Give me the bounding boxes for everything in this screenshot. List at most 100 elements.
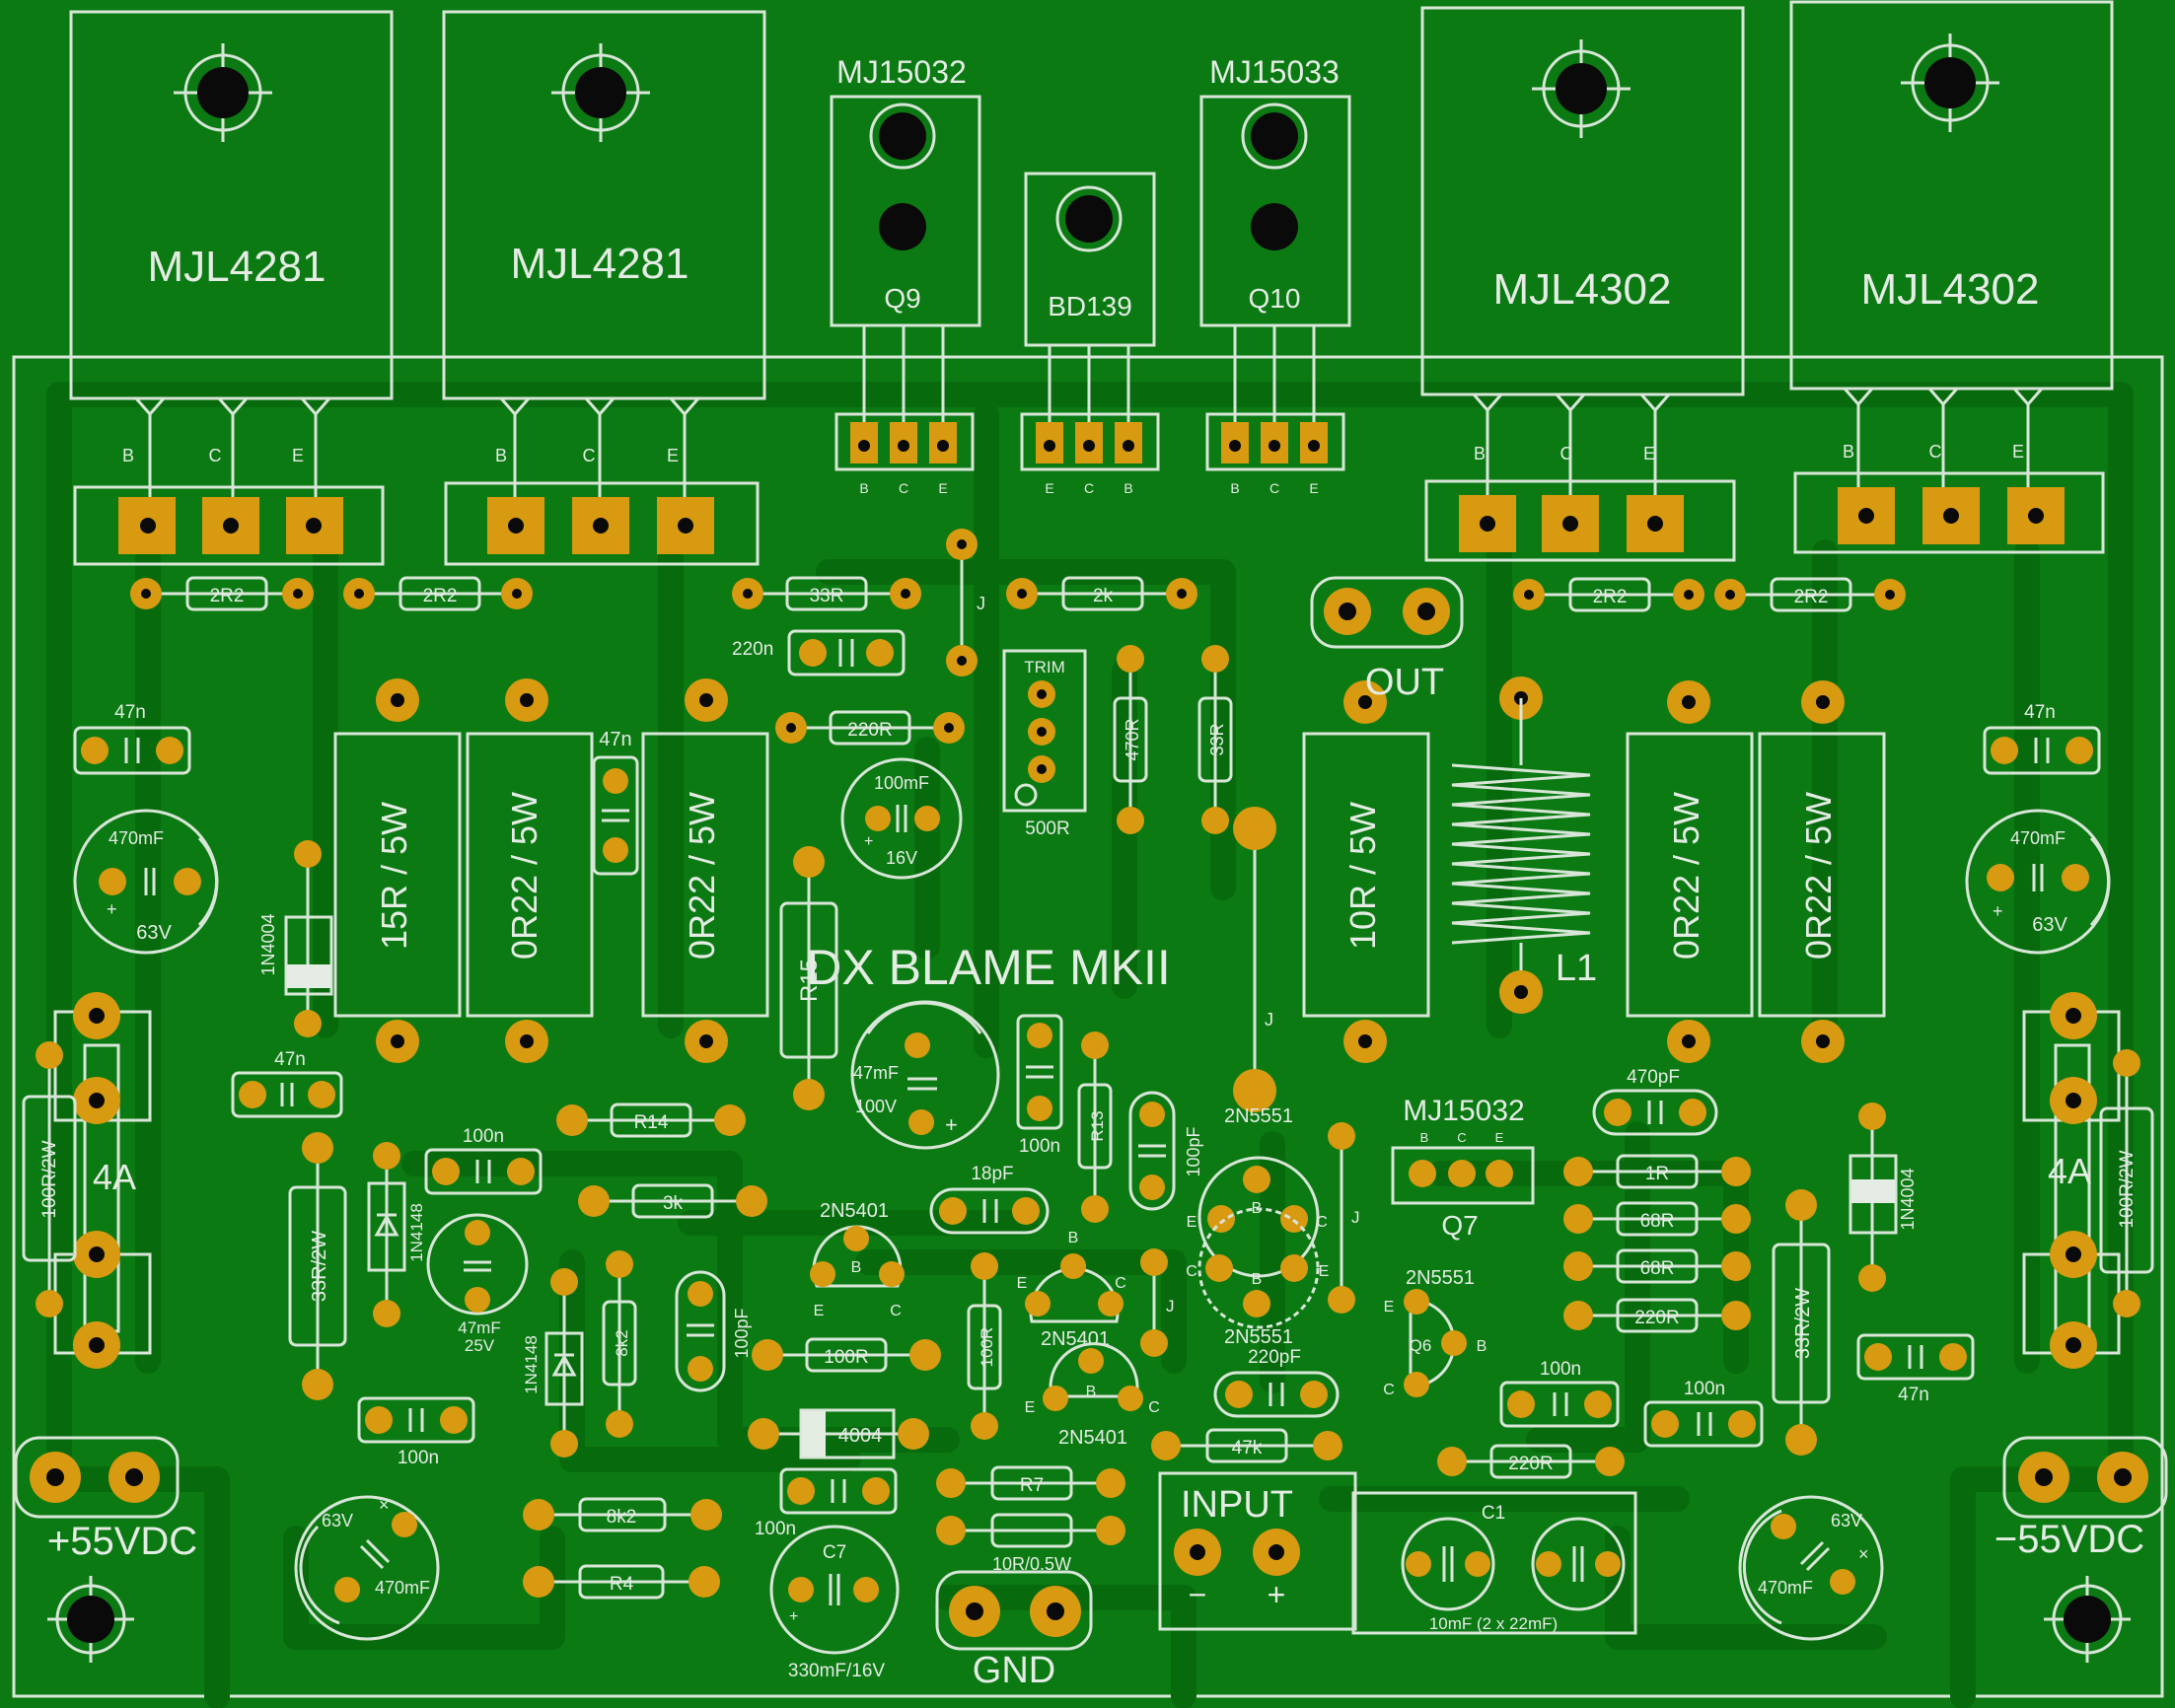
driver-transistor-bd139: BD139 E C B (1020, 172, 1160, 496)
supply-negative-label: −55VDC (1994, 1518, 2144, 1561)
input-terminal[interactable]: INPUT − + (1158, 1471, 1357, 1631)
silkscreen-label: 500R (1025, 818, 1069, 839)
resistor-8k2-vertical: 8k2 (602, 1250, 637, 1438)
silkscreen-label: 2N5551 (1406, 1267, 1475, 1289)
silkscreen-label: 0R22 / 5W (1666, 792, 1706, 960)
svg-text:+: + (864, 833, 873, 850)
capacitor-100pf-left: 100pF (675, 1270, 752, 1392)
driver-ref-label: BD139 (1048, 291, 1132, 321)
power-resistor-0r22: 0R22 / 5W (466, 678, 594, 1063)
pin-label-b: B (1230, 480, 1239, 496)
resistor-2r2: 2R2 (130, 576, 314, 611)
silkscreen-label: C (1457, 1130, 1466, 1145)
silkscreen-label: 10mF (2 x 22mF) (1429, 1614, 1558, 1633)
inductor-l1: L1 (1451, 676, 1597, 1014)
resistor-2k: 2k (1006, 576, 1197, 611)
silkscreen-label: 100n (463, 1126, 504, 1147)
silkscreen-label: C1 (1482, 1503, 1505, 1524)
pin-label-b: B (859, 480, 868, 496)
transistor-2n5401-b: B E C 2N5401 (1017, 1230, 1126, 1350)
driver-transistor-q10: MJ15033 Q10 B C E (1199, 54, 1351, 496)
silkscreen-label: 100R/2W (39, 1140, 60, 1218)
capacitor-100mf: 100mF + 16V (840, 757, 963, 880)
silkscreen-label: 100mF (874, 773, 929, 793)
silkscreen-label: 68R (1640, 1211, 1675, 1232)
pin-label-e: E (1643, 444, 1655, 463)
silkscreen-label: E (1187, 1214, 1197, 1231)
jumper-wire: J (946, 529, 985, 676)
diode-4004: 4004 (748, 1408, 929, 1459)
power-transistor-q2: MJL4281 B C E (442, 10, 766, 566)
power-transistor-label: MJL4302 (1492, 265, 1671, 314)
capacitor-470mf: 470mF + 63V (73, 809, 219, 955)
capacitor-47n: 47n (231, 1049, 343, 1118)
resistor-2r2: 2R2 (1513, 577, 1704, 612)
power-transistor-label: MJL4281 (147, 243, 326, 291)
pin-label-c: C (583, 446, 596, 465)
power-transistor-label: MJL4302 (1860, 265, 2039, 314)
fuse-holder-left: 4A (53, 992, 152, 1369)
silkscreen-label: R15 (796, 959, 823, 1002)
silkscreen-label: 8k2 (613, 1329, 631, 1356)
power-input-positive[interactable]: +55VDC (14, 1436, 197, 1563)
resistor-33r-2w-right: 33R/2W (1772, 1189, 1831, 1456)
driver-part-label: MJ15033 (1209, 54, 1340, 90)
silkscreen-label: C (1316, 1214, 1328, 1231)
silkscreen-label: TRIM (1024, 658, 1065, 676)
silkscreen-label: 63V (136, 922, 172, 944)
silkscreen-label: 2k (1093, 586, 1114, 606)
silkscreen-label: 2N5401 (820, 1200, 889, 1222)
capacitor-100n: 100n (424, 1126, 543, 1195)
silkscreen-label: R4 (610, 1574, 634, 1595)
fuse-rating: 4A (2048, 1151, 2091, 1191)
silkscreen-label: 33R (1207, 723, 1227, 755)
silkscreen-label: 100R (978, 1327, 996, 1368)
silkscreen-label: 47n (114, 702, 146, 723)
pin-label-c: C (1084, 480, 1094, 496)
output-terminal[interactable]: OUT (1310, 576, 1464, 703)
capacitor-47n: 47n (1856, 1333, 1975, 1405)
transistor-2n5551-b: C E B 2N5551 (1186, 1207, 1329, 1348)
silkscreen-label: 47mF (458, 1318, 500, 1337)
silkscreen-label: C (1148, 1399, 1160, 1416)
capacitor-220n: 220n (732, 629, 906, 676)
resistor-33r-2w-left: 33R/2W (288, 1132, 347, 1400)
gnd-terminal[interactable]: GND (935, 1570, 1093, 1691)
fuse-holder-right: 4A (2022, 992, 2121, 1369)
driver-transistor-q9: MJ15032 Q9 B C E (830, 54, 981, 496)
silkscreen-label: 1N4148 (522, 1335, 541, 1394)
silkscreen-label: 220pF (1248, 1347, 1301, 1368)
silkscreen-label: 47k (1232, 1438, 1263, 1459)
silkscreen-label: R7 (1020, 1475, 1044, 1496)
silkscreen-label: 1R (1645, 1164, 1669, 1184)
capacitor-47mf: 47mF 25V (426, 1213, 529, 1355)
pin-label-b: B (122, 446, 134, 465)
pin-label-e: E (1045, 480, 1053, 496)
power-resistor-0r22: 0R22 / 5W (1626, 680, 1754, 1063)
silkscreen-label: 4004 (838, 1425, 883, 1447)
power-input-negative[interactable]: −55VDC (1994, 1436, 2168, 1561)
silkscreen-label: 100R/2W (2117, 1150, 2138, 1228)
silkscreen-label: 10R / 5W (1342, 802, 1383, 950)
resistor-r7: R7 (936, 1465, 1125, 1501)
silkscreen-label: 1N4004 (1898, 1168, 1918, 1230)
pin-label-c: C (209, 446, 222, 465)
silkscreen-label: 100n (398, 1448, 439, 1468)
capacitor-100n: 100n (1499, 1359, 1620, 1428)
silkscreen-label: 3k (663, 1193, 684, 1214)
silkscreen-label: 2N5551 (1224, 1105, 1293, 1127)
transistor-q6: 2N5551 E B C Q6 (1383, 1267, 1486, 1398)
diode-1n4004-right: 1N4004 (1849, 1103, 1918, 1292)
silkscreen-label: 10R/0.5W (992, 1554, 1071, 1574)
silkscreen-label: 220n (732, 639, 773, 660)
silkscreen-label: 2N5401 (1058, 1427, 1127, 1449)
capacitor-47n: 47n (73, 702, 191, 775)
silkscreen-label: 100V (855, 1097, 897, 1116)
capacitor-47n: 47n (1983, 702, 2101, 775)
resistor-8k2: 8k2 (523, 1497, 722, 1532)
silkscreen-label: 330mF/16V (788, 1661, 886, 1681)
silkscreen-label: E (1495, 1130, 1504, 1145)
silkscreen-label: B (1086, 1384, 1097, 1400)
trimmer-pot: TRIM 500R (1002, 649, 1087, 839)
silkscreen-label: 8k2 (607, 1507, 637, 1528)
